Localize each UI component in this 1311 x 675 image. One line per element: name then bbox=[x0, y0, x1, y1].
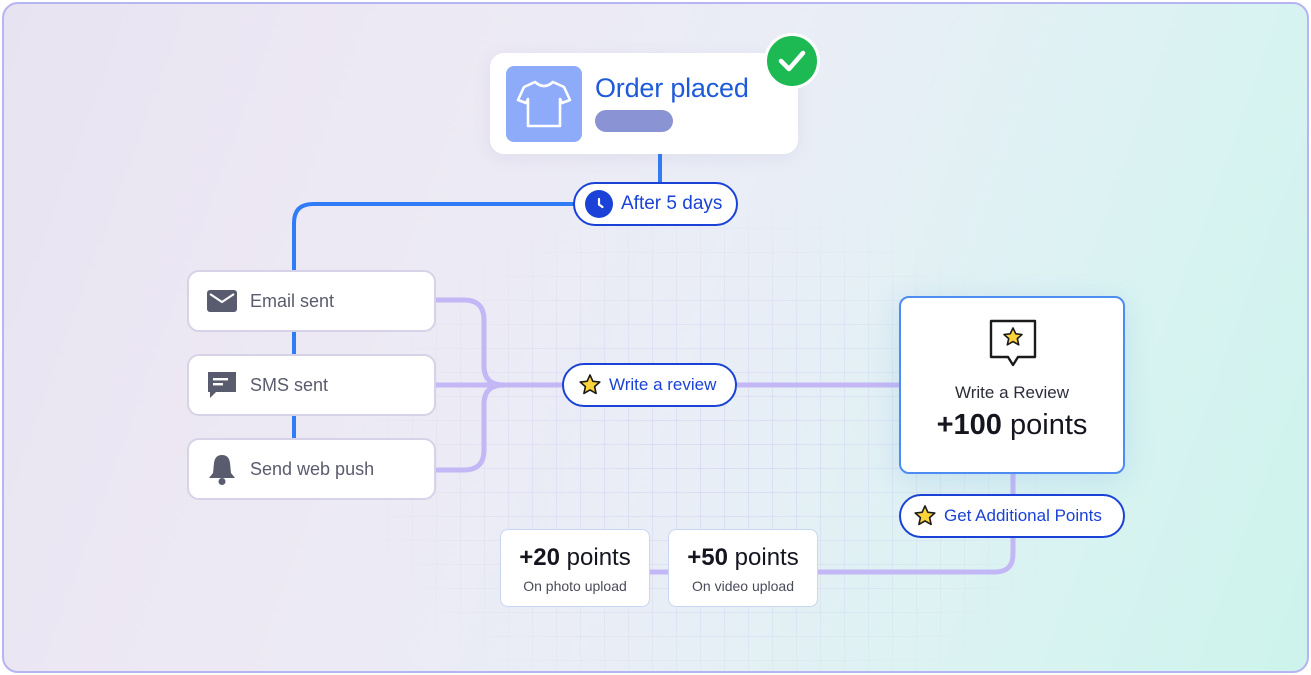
channel-label: Send web push bbox=[250, 458, 375, 479]
reward-points: +100 points bbox=[901, 409, 1123, 442]
action-step[interactable]: Write a review bbox=[562, 363, 737, 407]
bonus-points: +50 points bbox=[669, 544, 817, 572]
bonus-photo-upload[interactable]: +20 points On photo upload bbox=[500, 529, 650, 607]
connector-email-action bbox=[436, 297, 563, 388]
t-shirt-icon bbox=[506, 66, 582, 142]
bonus-video-upload[interactable]: +50 points On video upload bbox=[668, 529, 818, 607]
additional-points-label: Get Additional Points bbox=[944, 506, 1102, 525]
star-icon bbox=[913, 504, 937, 528]
connector-delay-channels bbox=[292, 202, 574, 271]
bonus-amount: +20 bbox=[519, 544, 560, 571]
star-speech-bubble-icon bbox=[988, 318, 1038, 375]
bell-icon bbox=[206, 453, 238, 485]
trigger-placeholder-bar bbox=[595, 110, 673, 132]
trigger-title: Order placed bbox=[595, 73, 749, 103]
check-circle-icon bbox=[764, 33, 820, 89]
action-label: Write a review bbox=[609, 375, 717, 394]
envelope-icon bbox=[206, 285, 238, 317]
trigger-card[interactable]: Order placed bbox=[490, 53, 798, 154]
bonus-unit: points bbox=[566, 544, 631, 571]
bonus-unit: points bbox=[734, 544, 799, 571]
delay-step[interactable]: After 5 days bbox=[573, 182, 738, 226]
connector-push-action bbox=[436, 382, 505, 473]
channel-label: SMS sent bbox=[250, 374, 329, 395]
bonus-amount: +50 bbox=[687, 544, 728, 571]
reward-label: Write a Review bbox=[955, 383, 1069, 402]
delay-label: After 5 days bbox=[621, 193, 723, 214]
channel-email[interactable]: Email sent bbox=[187, 270, 436, 332]
reward-card[interactable]: Write a Review +100 points bbox=[899, 296, 1125, 474]
additional-points-step[interactable]: Get Additional Points bbox=[899, 494, 1125, 538]
reward-amount: +100 bbox=[936, 409, 1002, 441]
channel-label: Email sent bbox=[250, 290, 335, 311]
bonus-points: +20 points bbox=[501, 544, 649, 572]
star-icon bbox=[578, 373, 602, 397]
chat-message-icon bbox=[206, 369, 238, 401]
channel-sms[interactable]: SMS sent bbox=[187, 354, 436, 416]
bonus-caption: On video upload bbox=[692, 578, 794, 594]
reward-unit: points bbox=[1010, 409, 1088, 441]
clock-icon bbox=[585, 190, 613, 218]
connector-extra-bonuses bbox=[818, 537, 1016, 575]
channel-web-push[interactable]: Send web push bbox=[187, 438, 436, 500]
bonus-caption: On photo upload bbox=[523, 578, 627, 594]
